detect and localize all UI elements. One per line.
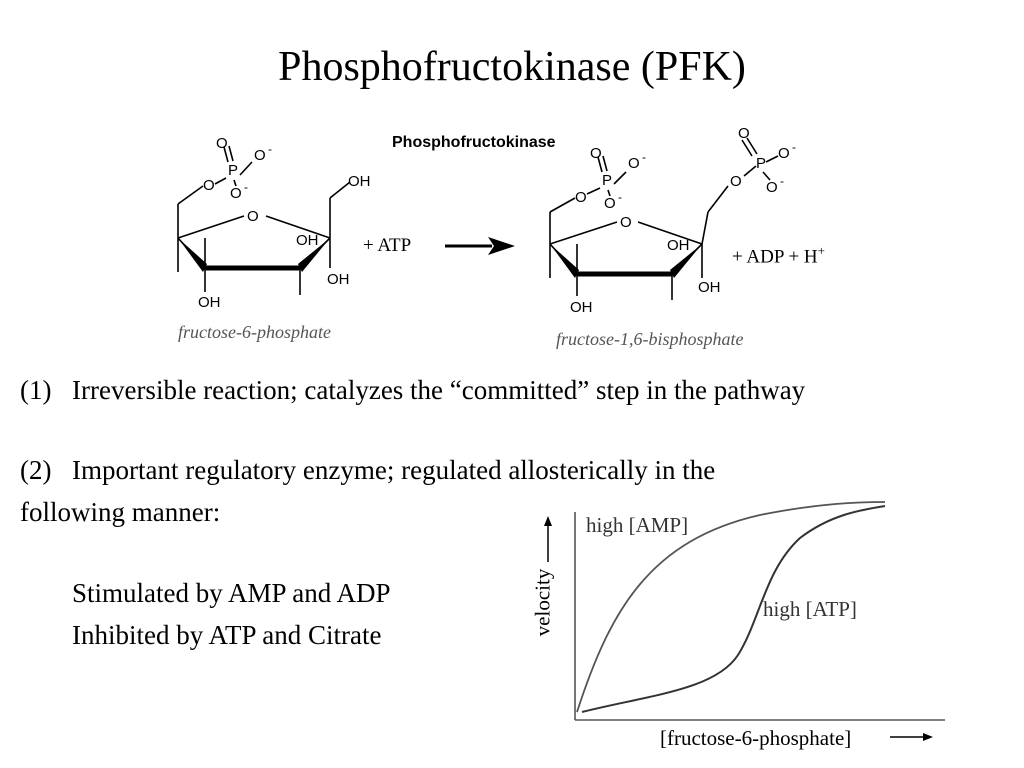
fructose-6-phosphate-bonds [177,145,351,295]
plus-atp-label: + ATP [363,235,412,256]
hydroxyl-group: OH [348,173,371,190]
phosphate-oxygen-bottom: O [230,185,242,202]
point-1: (1) Irreversible reaction; catalyzes the … [20,374,805,406]
phosphorus-atom: P [228,162,239,179]
charge-minus: - [618,190,622,204]
phosphate-oxygen-bottom: O [604,195,616,212]
phosphate-oxygen-right: O [628,155,640,172]
hydroxyl-group: OH [667,237,690,254]
hydroxyl-group: OH [296,232,319,249]
bridging-oxygen: O [575,189,587,206]
phosphate-oxygen-top: O [216,135,228,152]
hydroxyl-group: OH [198,294,221,311]
point-number: (2) [20,455,52,485]
point-2-continuation: following manner: [20,497,221,527]
stimulated-by: Stimulated by AMP and ADP [72,578,391,608]
curve-high-amp [576,501,886,713]
ring-oxygen: O [247,208,259,225]
phosphate-oxygen-top: O [738,125,750,142]
slide-title: Phosphofructokinase (PFK) [278,44,746,90]
charge-minus: - [642,150,646,164]
hydroxyl-group: OH [570,299,593,316]
bridging-oxygen: O [203,177,215,194]
curve-atp-label: high [ATP] [763,597,857,621]
y-axis-label: velocity [530,568,555,637]
hydroxyl-group: OH [698,279,721,296]
phosphate-oxygen-right: O [778,145,790,162]
products-label: + ADP + H+ [732,243,826,268]
phosphorus-atom: P [756,155,767,172]
charge-minus: - [792,140,796,154]
phosphate-oxygen-right: O [254,147,266,164]
point-number: (1) [20,375,52,405]
fructose-1-6-bisphosphate-bonds [549,137,779,300]
point-text: Irreversible reaction; catalyzes the “co… [72,375,806,405]
ring-oxygen: O [620,214,632,231]
reaction-arrow [445,237,515,255]
charge-minus: - [244,180,248,194]
curve-high-atp [581,505,886,713]
charge-minus: - [780,174,784,188]
phosphate-oxygen-top: O [590,145,602,162]
hydroxyl-group: OH [327,271,350,288]
inhibited-by: Inhibited by ATP and Citrate [72,620,382,650]
point-2: (2) Important regulatory enzyme; regulate… [20,454,715,486]
product-caption: fructose-1,6-bisphosphate [556,329,744,349]
enzyme-label: Phosphofructokinase [392,134,556,151]
curve-amp-label: high [AMP] [586,513,689,537]
reaction-scheme: O O - P O - O O OH OH OH OH fructose-6-p… [0,120,1024,360]
bridging-oxygen: O [730,173,742,190]
x-axis-label: [fructose-6-phosphate] [660,726,852,750]
point-text: Important regulatory enzyme; regulated a… [72,455,716,485]
charge-minus: - [268,142,272,156]
phosphate-oxygen-bottom: O [766,179,778,196]
proton-charge: + [817,243,826,258]
substrate-caption: fructose-6-phosphate [178,322,331,342]
phosphorus-atom: P [602,172,613,189]
